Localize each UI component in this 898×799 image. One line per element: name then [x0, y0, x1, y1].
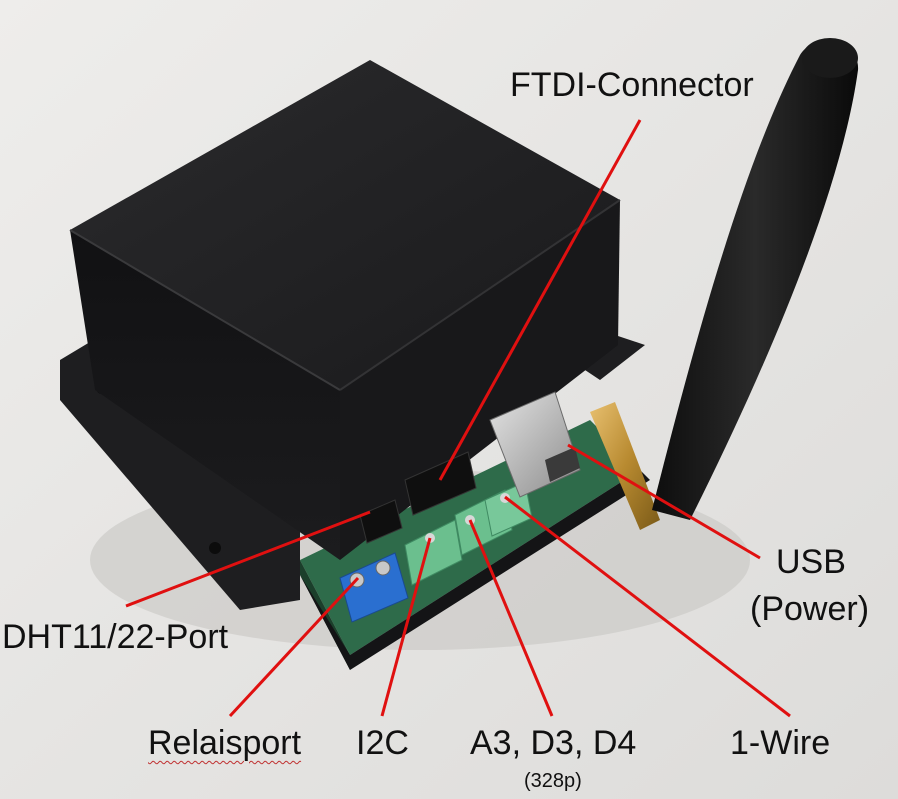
label-relaisport: Relaisport: [148, 724, 301, 763]
line-a3: [468, 519, 554, 717]
relais-screw-2: [375, 560, 391, 576]
enclosure-edge-highlight: [69, 229, 341, 391]
pcb-bottom-case: [300, 470, 650, 670]
dht-header: [359, 499, 403, 544]
label-ftdi-connector: FTDI-Connector: [510, 66, 754, 104]
label-usb-power: (Power): [750, 590, 870, 628]
label-a3-d3-d4: A3, D3, D4: [470, 724, 637, 762]
terminal-block-i2c: [404, 519, 463, 586]
line-usb: [567, 443, 761, 560]
line-ftdi: [438, 119, 642, 481]
ftdi-header: [404, 451, 477, 516]
usb-opening: [545, 447, 580, 482]
antenna-tip: [802, 38, 858, 78]
line-dht: [125, 510, 371, 608]
label-relaisport-text: Relaisport: [148, 724, 302, 762]
sma-connector: [590, 402, 660, 530]
enclosure-edge-highlight-2: [339, 199, 621, 391]
label-usb: USB: [776, 543, 846, 581]
enclosure-top: [70, 60, 620, 390]
relais-terminal: [339, 552, 409, 623]
antenna: [652, 40, 859, 520]
line-i2c: [380, 537, 432, 717]
label-dht-port: DHT11/22-Port: [2, 618, 229, 656]
enclosure-right: [340, 200, 620, 560]
line-wire: [504, 495, 791, 718]
label-1-wire: 1-Wire: [730, 724, 831, 762]
label-i2c: I2C: [356, 724, 409, 762]
line-relais: [228, 576, 360, 718]
flange-hole-bottom: [209, 542, 221, 554]
label-328p: (328p): [524, 770, 582, 792]
enclosure-front: [70, 230, 340, 560]
